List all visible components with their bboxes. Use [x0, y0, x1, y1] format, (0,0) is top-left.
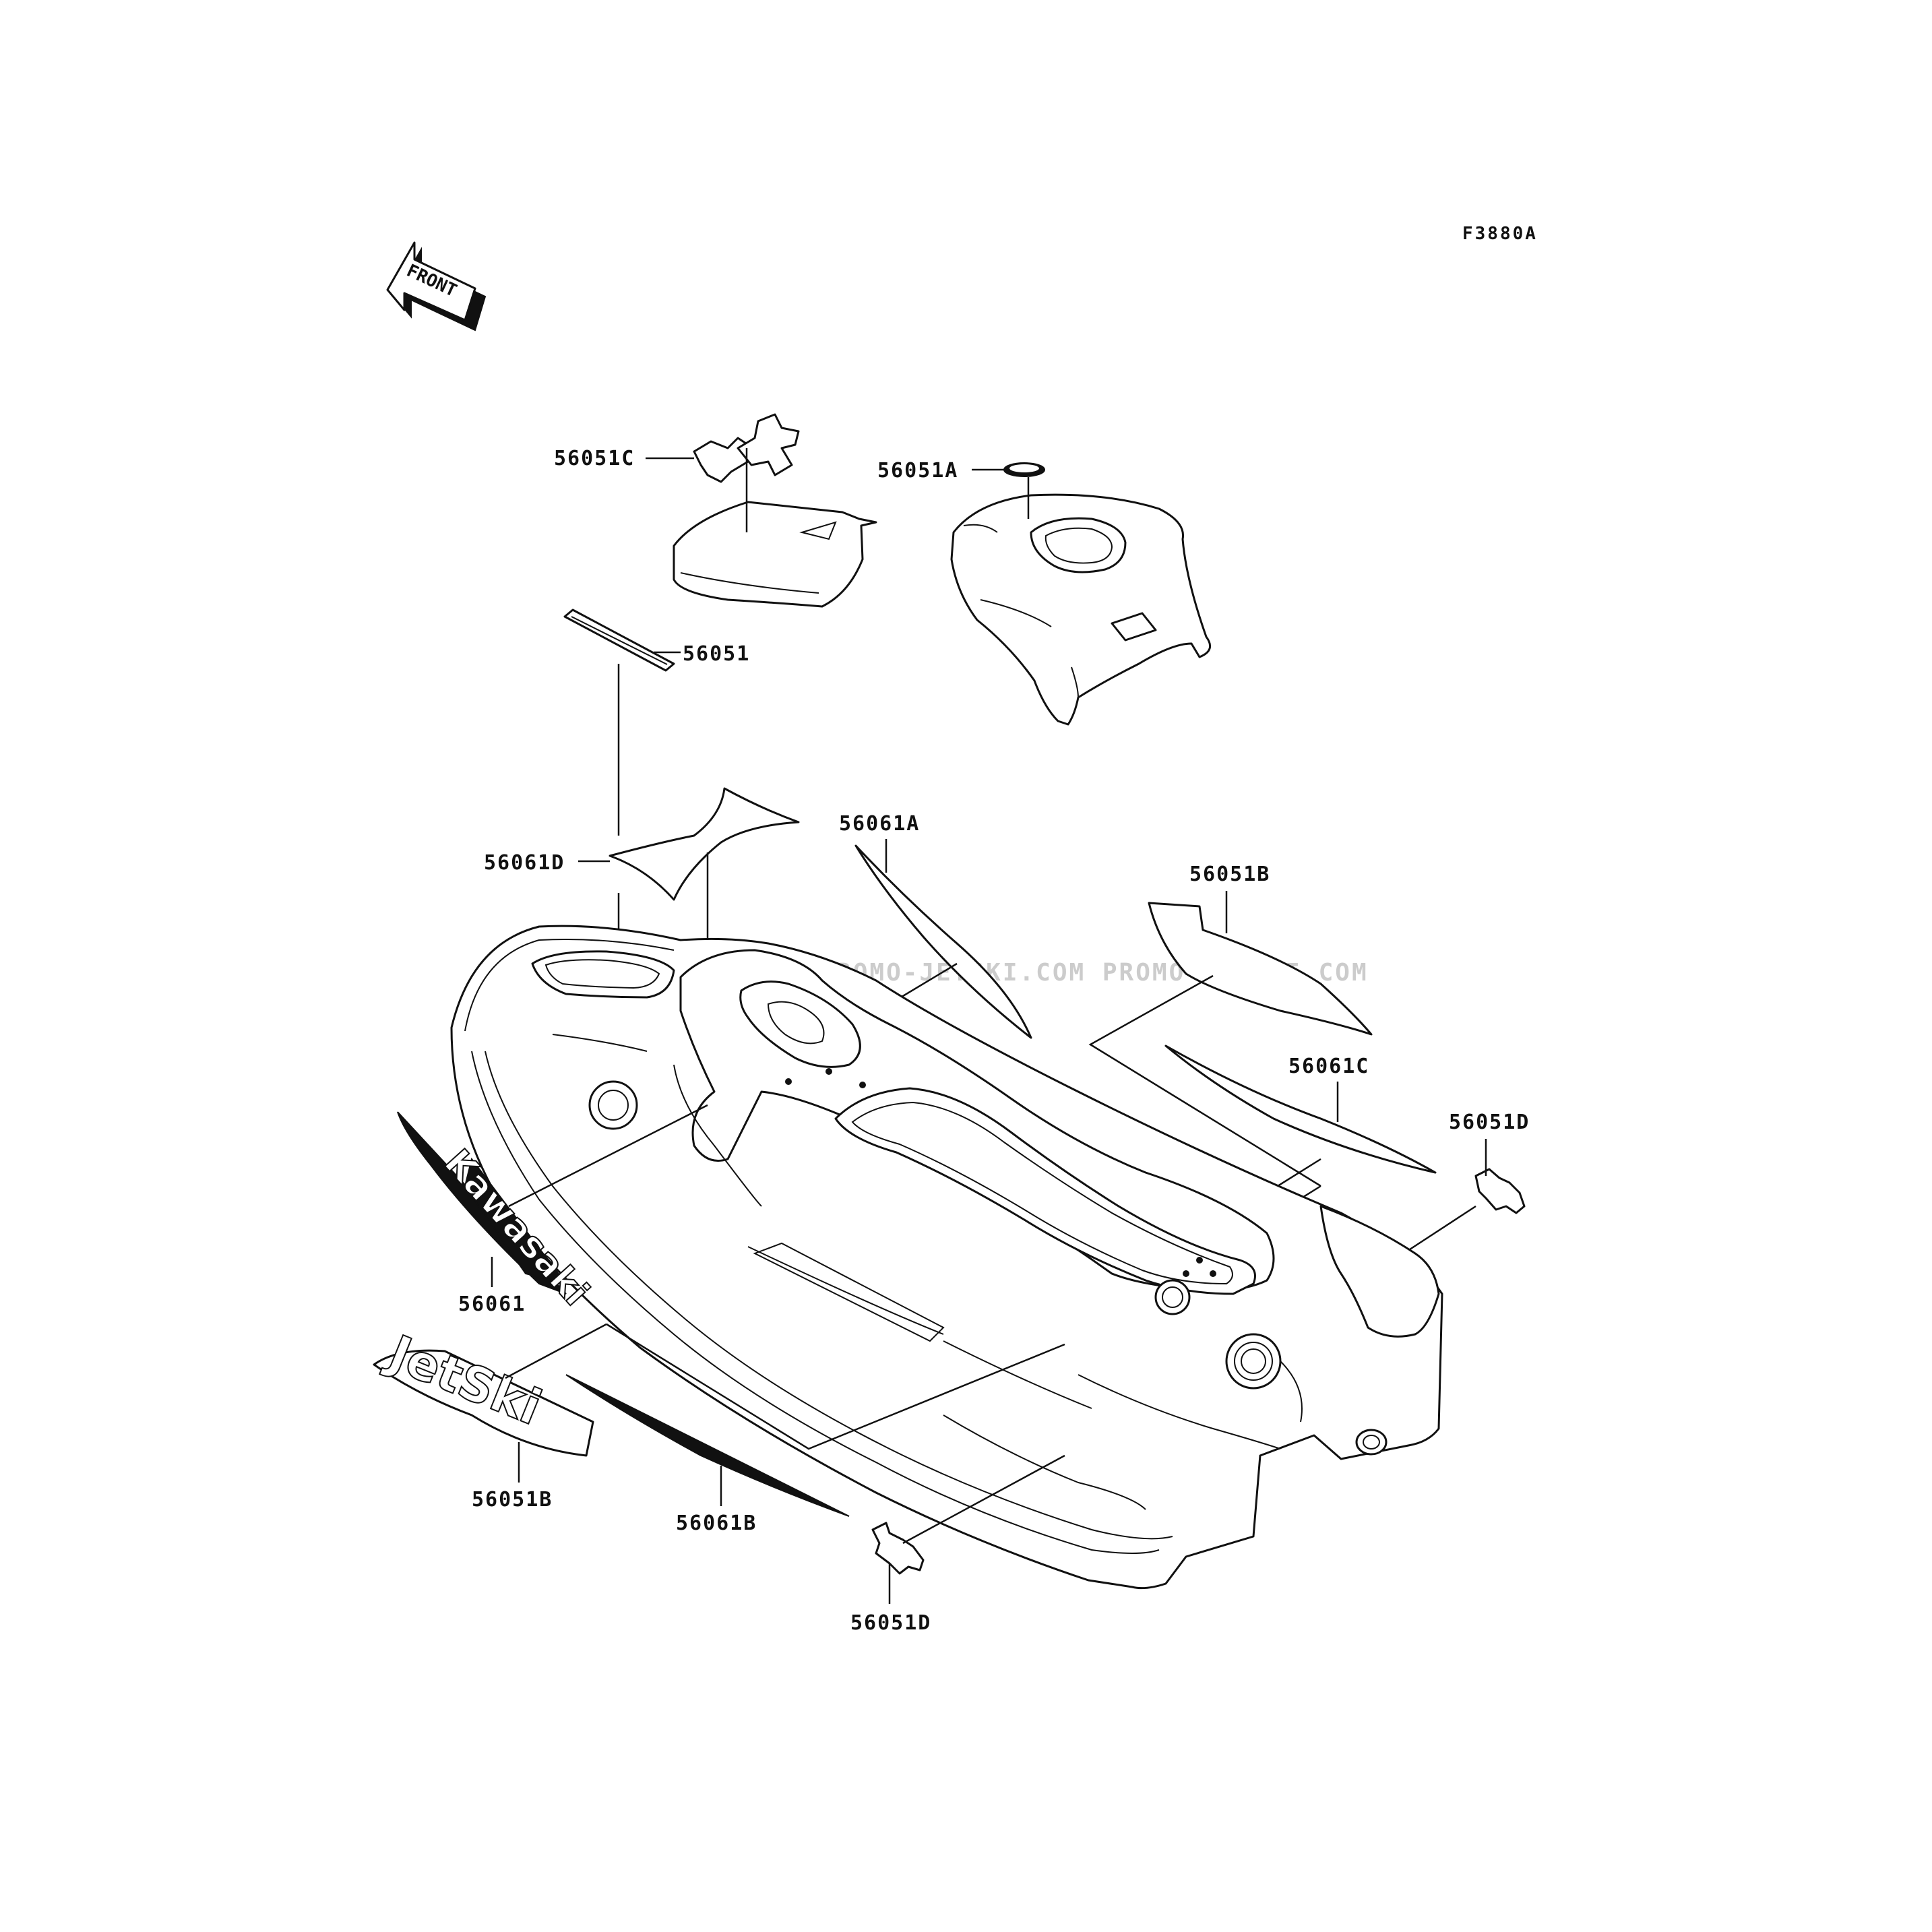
- decal-56061c-part: [1164, 1045, 1437, 1174]
- label-56061a: 56061A: [839, 812, 920, 836]
- diagram-code: F3880A: [1462, 224, 1538, 244]
- label-56051b-bottom: 56051B: [472, 1488, 553, 1512]
- front-arrow-icon: FRONT: [386, 241, 487, 332]
- jetski-logo-text: JetSki: [378, 1323, 549, 1436]
- badge-56051d-bottom-icon: [871, 1522, 925, 1575]
- badge-56051d-right-icon: [1474, 1168, 1526, 1214]
- label-56051d-bottom: 56051D: [850, 1611, 931, 1635]
- label-56051d-right: 56051D: [1449, 1111, 1530, 1134]
- decal-56061a-part: [854, 844, 1032, 1039]
- decal-56051b-bottom-part: JetSki: [373, 1322, 594, 1457]
- emblem-56051a-icon: [1003, 462, 1045, 477]
- hull-part: [450, 925, 1443, 1590]
- label-56061c: 56061C: [1288, 1055, 1369, 1078]
- label-56061: 56061: [458, 1292, 526, 1316]
- label-56051: 56051: [683, 642, 750, 666]
- label-56051a: 56051A: [877, 459, 958, 482]
- label-56061b: 56061B: [676, 1512, 757, 1535]
- badge-56051c-icon: [693, 413, 800, 483]
- label-56061d: 56061D: [484, 851, 565, 875]
- seat-part: [950, 493, 1212, 726]
- decal-56061b-part: [565, 1374, 850, 1517]
- decal-56051b-top-part: [1148, 902, 1373, 1036]
- decal-56061d-part: [609, 787, 800, 901]
- label-56051b-top: 56051B: [1189, 863, 1270, 886]
- seat-cover-part: [673, 501, 877, 608]
- strip-56051-part: [563, 609, 675, 672]
- label-56051c: 56051C: [554, 447, 635, 470]
